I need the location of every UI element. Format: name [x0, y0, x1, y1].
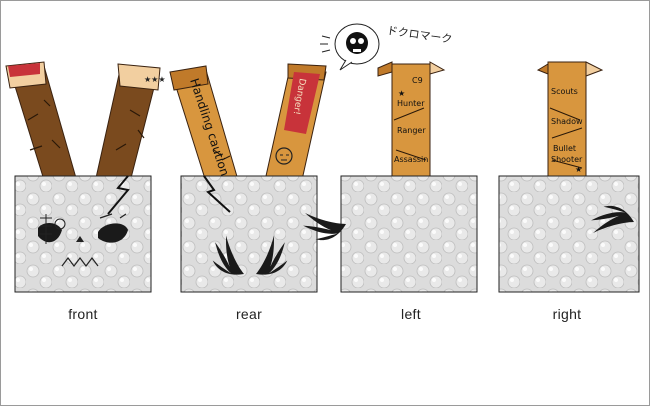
skull-icon: [275, 147, 293, 165]
speech-bubble-icon: [320, 23, 380, 71]
right-strap-line-3: Bullet: [553, 144, 576, 153]
right-view: Scouts Shadow Bullet Shooter ★: [498, 61, 640, 293]
rear-strap-left: [169, 65, 239, 183]
caption-right: right: [552, 306, 582, 322]
caption-left: left: [401, 306, 421, 322]
left-strap-line-2: Hunter: [397, 99, 425, 108]
caption-front: front: [68, 306, 98, 322]
front-view: ★★★: [5, 61, 166, 293]
right-strap-line-1: Scouts: [551, 87, 578, 96]
caption-rear: rear: [235, 306, 263, 322]
left-strap-star: ★: [398, 89, 405, 98]
crack-icon: [107, 175, 130, 215]
right-strap-line-4: Shooter: [551, 155, 583, 164]
crack-icon: [203, 175, 231, 213]
left-strap-line-3: Ranger: [397, 126, 426, 135]
front-tag-stars: ★★★: [144, 75, 166, 84]
front-strap-right: [95, 63, 161, 183]
skull-icon: [38, 213, 128, 267]
right-strap-star: ★: [575, 165, 582, 174]
left-strap-line-1: C9: [412, 76, 423, 85]
rear-bubble-box: [180, 175, 318, 293]
front-strap-left: [5, 61, 77, 181]
left-view: C9 ★ Hunter Ranger Assassin: [298, 23, 478, 293]
right-bubble-box: [498, 175, 640, 293]
front-bubble-box: [14, 175, 152, 293]
right-strap: [536, 61, 604, 177]
rear-view: Handling cautions Danger!: [169, 63, 327, 293]
right-strap-line-2: Shadow: [551, 117, 583, 126]
left-strap: [377, 61, 446, 177]
left-strap-line-4: Assassin: [394, 155, 428, 164]
left-bubble-box: [340, 175, 478, 293]
rear-strap-right: [265, 63, 327, 181]
